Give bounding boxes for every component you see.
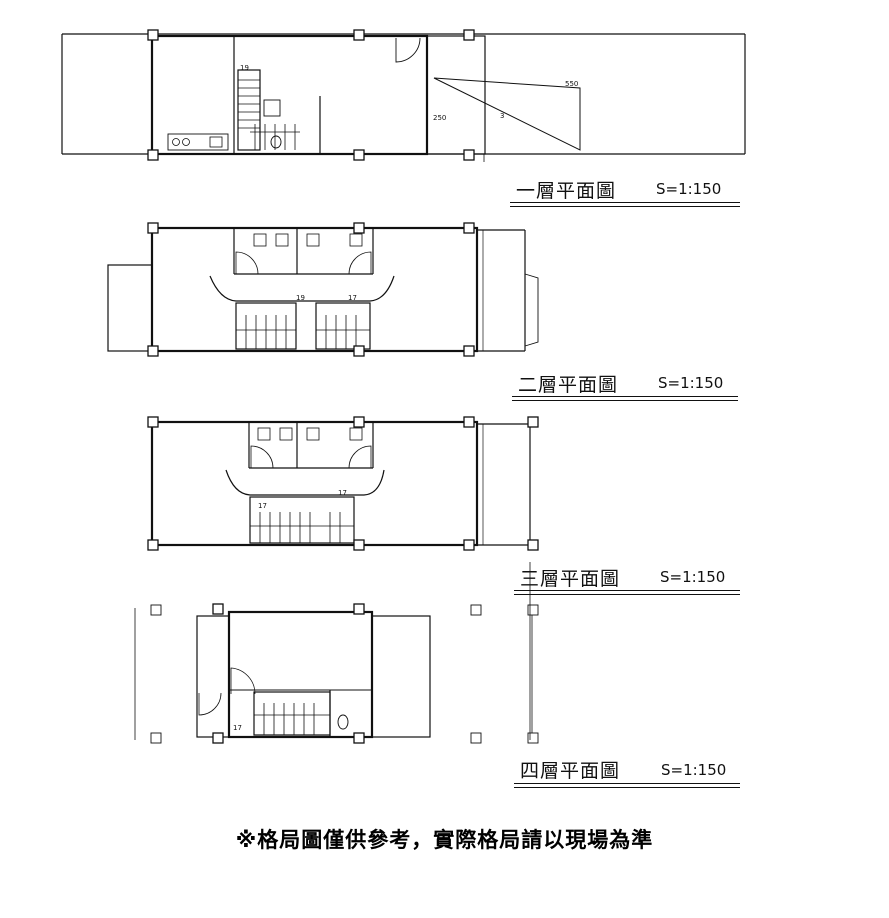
title-underline-4f-b: [514, 787, 740, 788]
stair-label-3f-left: 17: [258, 502, 267, 510]
floor-scale-2f: S=1:150: [658, 374, 724, 392]
plan-1f: [61, 29, 746, 161]
stair-label-2f-left: 19: [296, 294, 305, 302]
title-underline-1f: [510, 202, 740, 203]
floor-title-4f: 四層平面圖: [520, 760, 621, 782]
stair-label-4f: 17: [233, 724, 242, 732]
title-underline-2f-b: [512, 400, 738, 401]
plan-4f: [134, 603, 539, 744]
stair-label-1f: 19: [240, 64, 249, 72]
floor-scale-3f: S=1:150: [660, 568, 726, 586]
floor-title-3f: 三層平面圖: [520, 568, 621, 590]
stair-label-3f-right: 17: [338, 489, 347, 497]
parking-number-label: 3: [500, 112, 504, 120]
disclaimer-note: ※格局圖僅供參考，實際格局請以現場為準: [235, 828, 654, 852]
title-underline-4f: [514, 783, 740, 784]
parking-width-label: 550: [565, 80, 578, 88]
floor-title-2f: 二層平面圖: [518, 374, 619, 396]
title-underline-1f-b: [510, 206, 740, 207]
plan-2f: [107, 222, 539, 357]
floor-scale-1f: S=1:150: [656, 180, 722, 198]
title-underline-2f: [512, 396, 738, 397]
plan-3f: [147, 416, 539, 551]
parking-depth-label: 250: [433, 114, 446, 122]
stair-label-2f-right: 17: [348, 294, 357, 302]
title-underline-3f: [514, 590, 740, 591]
title-underline-3f-b: [514, 594, 740, 595]
floor-scale-4f: S=1:150: [661, 761, 727, 779]
floor-title-1f: 一層平面圖: [516, 180, 617, 202]
